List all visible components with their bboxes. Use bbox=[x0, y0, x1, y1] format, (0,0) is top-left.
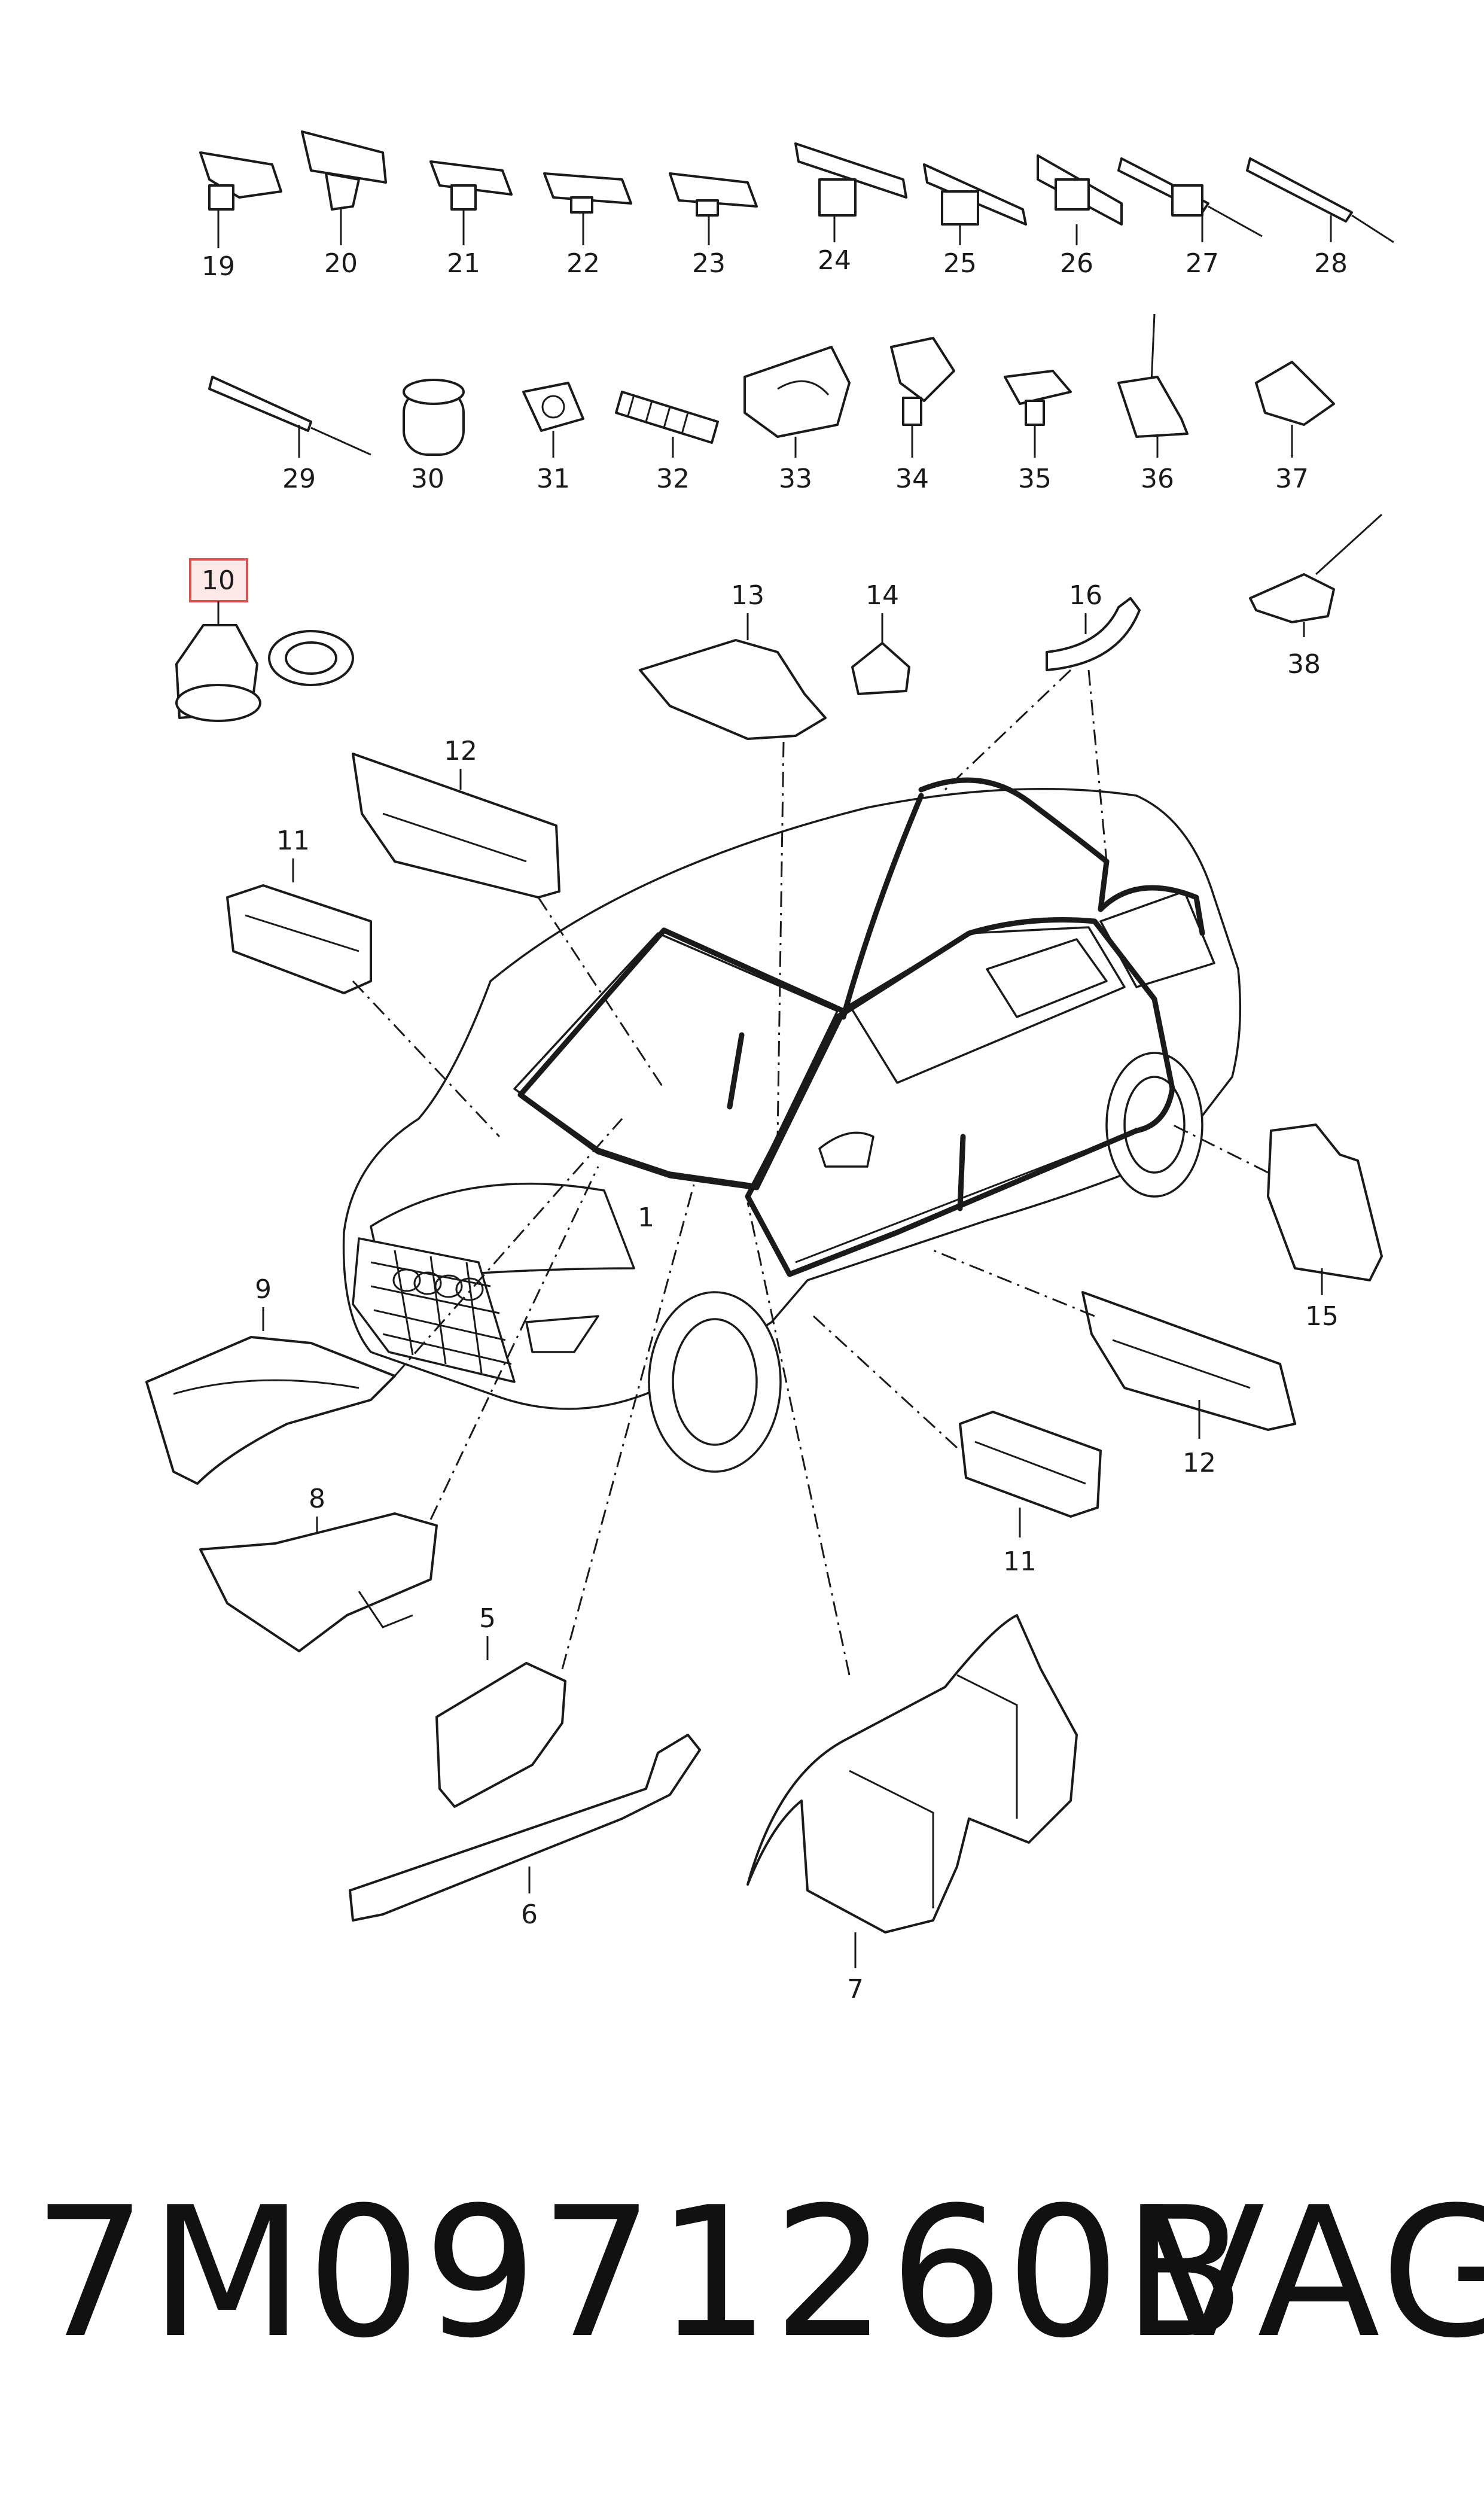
label-14: 14 bbox=[866, 580, 899, 611]
part-36-tie-holder bbox=[1117, 313, 1189, 458]
door-seals bbox=[517, 777, 1205, 1277]
part-37-clip bbox=[1255, 361, 1335, 458]
label-21: 21 bbox=[447, 248, 480, 279]
label-9: 9 bbox=[255, 1274, 272, 1305]
part-31-nut bbox=[522, 382, 584, 458]
label-25: 25 bbox=[943, 248, 977, 279]
part-15-pad bbox=[1267, 1123, 1383, 1295]
label-24: 24 bbox=[818, 245, 851, 276]
dash-dot-leaders bbox=[352, 669, 1269, 1676]
part-27-cable-tie bbox=[1117, 157, 1263, 242]
label-13: 13 bbox=[731, 580, 764, 611]
part-32-corrugated-tube bbox=[615, 391, 719, 458]
part-34-clip bbox=[890, 337, 955, 458]
part-14-clip bbox=[851, 613, 910, 695]
part-24-clip bbox=[794, 142, 907, 242]
label-35: 35 bbox=[1018, 464, 1052, 494]
part-12-sensor-cover-bottom bbox=[1081, 1291, 1296, 1439]
part-19-clip bbox=[199, 151, 282, 248]
label-19: 19 bbox=[202, 251, 235, 282]
part-21-clip bbox=[429, 160, 513, 245]
footer-part-code: 7M0971260B bbox=[33, 2169, 1248, 2377]
label-28: 28 bbox=[1314, 248, 1348, 279]
label-30: 30 bbox=[411, 464, 444, 494]
label-8: 8 bbox=[309, 1484, 325, 1514]
part-5-bracket bbox=[435, 1636, 566, 1808]
label-7: 7 bbox=[847, 1974, 864, 2005]
label-11-bottom: 11 bbox=[1003, 1546, 1037, 1577]
part-38-cable-tie bbox=[1249, 513, 1383, 637]
label-27: 27 bbox=[1186, 248, 1219, 279]
part-16-seal-section bbox=[1046, 597, 1141, 671]
part-25-clip bbox=[923, 163, 1027, 245]
label-38: 38 bbox=[1287, 649, 1321, 680]
part-13-bracket bbox=[639, 613, 827, 740]
part-35-clip bbox=[1004, 370, 1072, 458]
part-23-clip bbox=[669, 172, 758, 245]
part-12-sensor-cover-top bbox=[352, 753, 560, 899]
label-6: 6 bbox=[521, 1899, 538, 1930]
label-36: 36 bbox=[1141, 464, 1174, 494]
part-6-rail bbox=[349, 1734, 701, 1922]
part-26-clip bbox=[1037, 154, 1123, 245]
label-16: 16 bbox=[1069, 580, 1102, 611]
part-10-connector bbox=[175, 601, 354, 722]
part-28-cable-tie bbox=[1246, 157, 1394, 243]
part-29-cable-tie bbox=[208, 376, 371, 458]
part-22-clip bbox=[543, 172, 632, 245]
label-33: 33 bbox=[779, 464, 812, 494]
label-22: 22 bbox=[566, 248, 600, 279]
label-1: 1 bbox=[638, 1202, 654, 1233]
part-7-large-bracket bbox=[746, 1614, 1078, 1968]
label-15: 15 bbox=[1305, 1301, 1339, 1332]
label-26: 26 bbox=[1060, 248, 1093, 279]
part-33-holder bbox=[743, 346, 851, 458]
car-body bbox=[342, 788, 1242, 1473]
part-20-clip bbox=[301, 130, 387, 245]
label-11-top: 11 bbox=[276, 826, 310, 856]
label-34: 34 bbox=[895, 464, 929, 494]
footer-brand: VAG bbox=[1142, 2169, 1484, 2377]
part-11-housing-bottom bbox=[959, 1411, 1102, 1537]
label-12-bottom: 12 bbox=[1183, 1448, 1216, 1478]
part-8-bracket bbox=[199, 1512, 438, 1652]
label-20: 20 bbox=[324, 248, 358, 279]
label-12-top: 12 bbox=[444, 736, 477, 766]
label-32: 32 bbox=[656, 464, 690, 494]
part-9-cover bbox=[145, 1307, 396, 1485]
label-10: 10 bbox=[202, 565, 235, 596]
part-30-sleeve bbox=[403, 379, 465, 456]
label-5: 5 bbox=[479, 1603, 496, 1634]
label-29: 29 bbox=[282, 464, 316, 494]
label-31: 31 bbox=[537, 464, 570, 494]
part-11-housing-top bbox=[226, 858, 372, 994]
label-23: 23 bbox=[692, 248, 726, 279]
label-37: 37 bbox=[1275, 464, 1309, 494]
car-logo-rings bbox=[392, 1268, 484, 1301]
